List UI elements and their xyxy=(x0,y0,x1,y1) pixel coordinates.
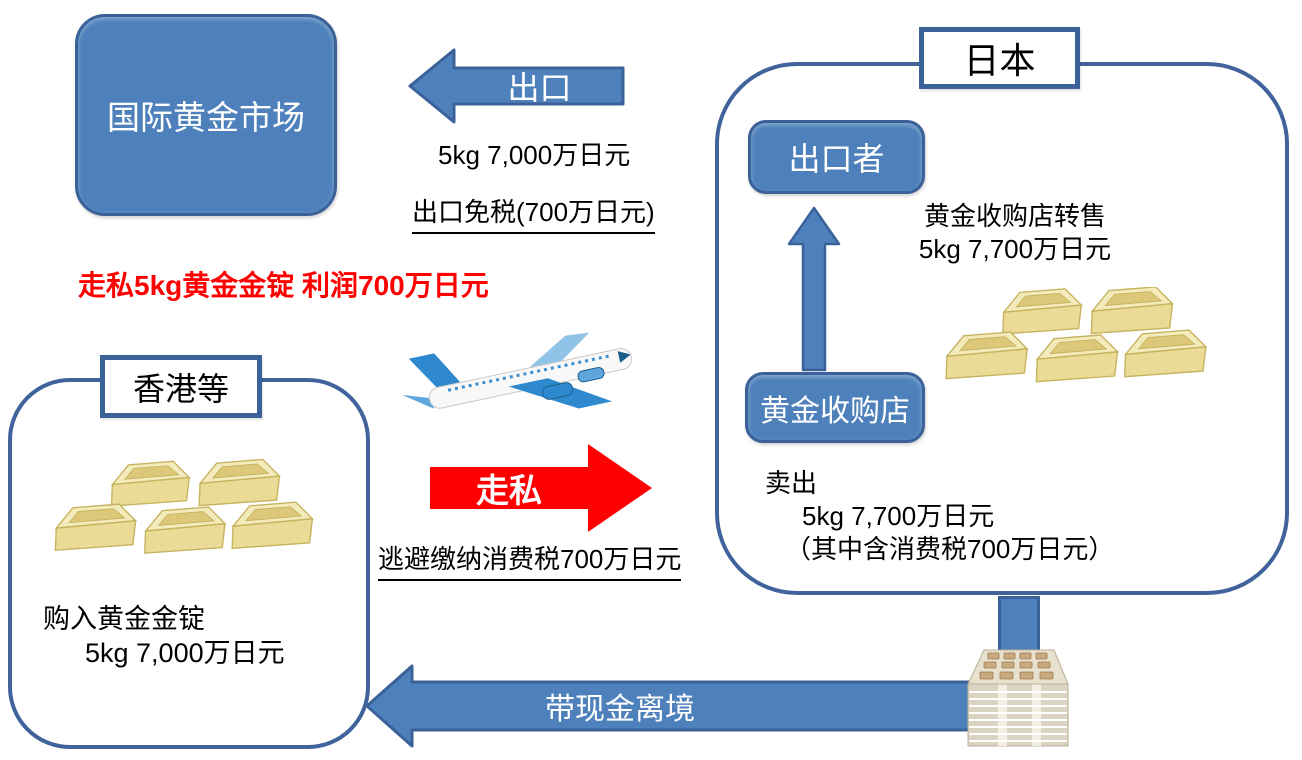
hong-kong-label: 香港等 xyxy=(132,370,229,407)
left-arrow-icon xyxy=(365,664,985,748)
up-arrow-icon xyxy=(787,206,841,372)
export-price-text: 5kg 7,000万日元 xyxy=(438,140,631,170)
airplane-icon xyxy=(402,332,633,409)
cash-connector xyxy=(998,596,1040,658)
cash-out-arrow-label: 带现金离境 xyxy=(545,693,695,726)
japan-sell-line1: 卖出 xyxy=(765,468,818,498)
right-arrow-icon xyxy=(430,444,652,532)
left-arrow-icon xyxy=(408,48,625,124)
cash-stack-icon xyxy=(967,649,1069,747)
smuggle-arrow: 走私 xyxy=(430,442,652,534)
smuggle-arrow-label: 走私 xyxy=(476,472,542,509)
tax-evasion-text: 逃避缴纳消费税700万日元 xyxy=(378,539,682,581)
japan-label-box: 日本 xyxy=(919,27,1080,89)
exporter-label: 出口者 xyxy=(788,141,885,177)
gold-shop-box: 黄金收购店 xyxy=(745,372,925,443)
exporter-box: 出口者 xyxy=(748,120,925,194)
gold-bars-icon xyxy=(54,458,314,554)
hong-kong-label-box: 香港等 xyxy=(100,355,262,418)
international-gold-market-label: 国际黄金市场 xyxy=(107,99,305,136)
japan-resale-line1: 黄金收购店转售 xyxy=(923,201,1106,231)
cash-out-arrow: 带现金离境 xyxy=(365,662,985,750)
gold-bars-icon xyxy=(945,287,1207,383)
smuggle-profit-text: 走私5kg黄金金锭 利润700万日元 xyxy=(78,270,489,301)
export-arrow-label: 出口 xyxy=(507,70,572,106)
international-gold-market-box: 国际黄金市场 xyxy=(75,14,337,216)
japan-sell-line3: （其中含消费税700万日元） xyxy=(785,534,1115,564)
hong-kong-container xyxy=(8,378,370,749)
japan-sell-line2: 5kg 7,700万日元 xyxy=(802,501,995,531)
japan-label: 日本 xyxy=(963,40,1036,81)
export-tax-free-text: 出口免税(700万日元) xyxy=(412,192,655,234)
hk-purchase-line1: 购入黄金金锭 xyxy=(43,604,205,634)
export-arrow: 出口 xyxy=(408,46,625,126)
gold-shop-label: 黄金收购店 xyxy=(760,394,910,428)
hk-purchase-line2: 5kg 7,000万日元 xyxy=(85,638,285,668)
japan-resale-line2: 5kg 7,700万日元 xyxy=(918,234,1112,264)
